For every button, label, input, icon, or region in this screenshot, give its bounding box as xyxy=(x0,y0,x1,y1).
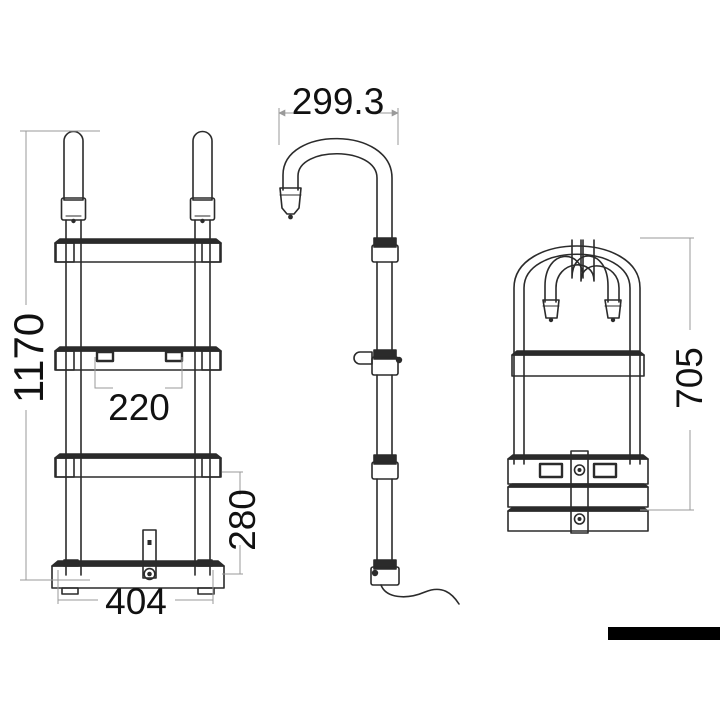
ladder-step-3 xyxy=(54,453,222,478)
handle-cap-left xyxy=(542,299,560,323)
column-tube-1 xyxy=(376,261,393,351)
rear-center-strap xyxy=(570,450,589,534)
shower-spout-head xyxy=(279,187,302,220)
ladder-step-2 xyxy=(54,346,222,371)
right-rail-collar-top xyxy=(189,197,216,224)
dimension-404 xyxy=(57,570,214,604)
dimension-label-404: 404 xyxy=(105,581,167,622)
ladder-step-1 xyxy=(54,238,222,263)
rear-base-bar-2 xyxy=(507,483,649,508)
column-base-fitting xyxy=(370,559,400,586)
inner-arch-right xyxy=(571,239,620,303)
dimension-280 xyxy=(222,471,243,575)
side-view-shower-column xyxy=(279,137,460,605)
dimension-705 xyxy=(640,237,694,511)
handle-cap-right xyxy=(604,299,622,323)
dimension-299-3 xyxy=(278,108,399,145)
dimension-label-220: 220 xyxy=(108,387,170,428)
column-collar-2 xyxy=(353,349,403,376)
front-view-ladder xyxy=(51,130,225,595)
column-collar-3 xyxy=(371,454,399,480)
dimension-label-280: 280 xyxy=(222,489,263,551)
column-tube-3 xyxy=(376,478,393,561)
column-tube-2 xyxy=(376,374,393,456)
dimension-1170 xyxy=(20,130,100,581)
dimension-label-1170: 1170 xyxy=(5,313,52,403)
rear-step-bar xyxy=(511,350,645,377)
right-rail-upper-handle xyxy=(192,130,213,201)
base-center-bracket xyxy=(142,529,157,581)
outer-arch xyxy=(513,245,641,465)
power-cable xyxy=(380,584,460,605)
rear-base-bar-1 xyxy=(507,454,649,485)
dimension-220 xyxy=(94,357,183,389)
ladder-base-platform xyxy=(51,559,225,595)
scale-bar xyxy=(608,627,720,640)
rear-base-bar-3 xyxy=(507,507,649,532)
column-collar-1 xyxy=(371,237,399,263)
dimension-label-705: 705 xyxy=(669,347,710,409)
dimension-lines xyxy=(20,108,694,604)
left-rail-tube xyxy=(65,219,82,576)
rear-view-folded xyxy=(507,239,649,534)
right-rail-tube xyxy=(194,219,211,576)
left-rail-collar-top xyxy=(60,197,87,224)
shower-gooseneck xyxy=(282,137,393,239)
dimension-label-299-3: 299.3 xyxy=(292,81,385,122)
left-rail-upper-handle xyxy=(63,130,84,201)
